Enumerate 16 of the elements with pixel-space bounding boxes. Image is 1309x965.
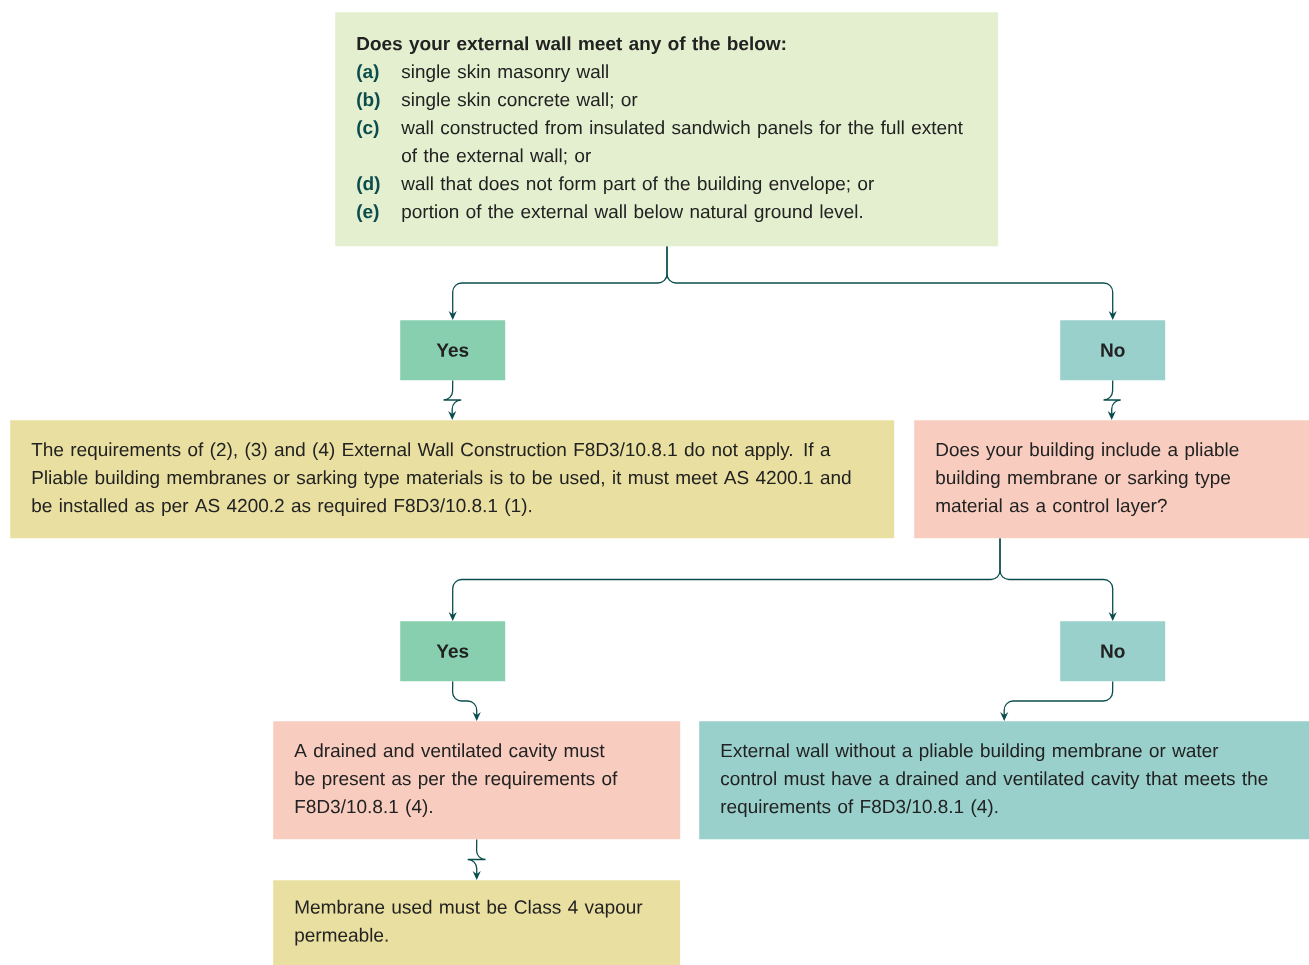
answer-box: No — [1060, 621, 1166, 682]
answer-box: No — [1060, 320, 1166, 381]
question-box: Does your external wall meet any of the below: (a) single skin masonry wall (b) single skin concrete wall; or (c) wall constructed from insulated sandwich panels for the full extent of the external wall; or (d) wall that does not form part of the building envelope; or (e) portion of the external wall below natural ground level. — [335, 12, 999, 247]
arrow — [467, 838, 487, 880]
arrow — [999, 537, 1117, 621]
answer-box: Yes — [400, 320, 506, 381]
question-box: Does your building include a pliable building membrane or sarking type material as a control layer? — [914, 420, 1309, 539]
outcome-box: External wall without a pliable building membrane or water control must have a drained and ventilated cavity that meets the requirements of F8D3/10.8.1 (4). — [699, 721, 1309, 840]
outcome-box: The requirements of (2), (3) and (4) External Wall Construction F8D3/10.8.1 do not apply. If a Pliable building membranes or sarking type materials is to be used, it must meet AS 4200.1 and be installed as per AS 4200.2 as required F8D3/10.8.1 (1). — [10, 420, 895, 539]
arrow — [666, 245, 1117, 320]
arrow — [451, 680, 481, 721]
outcome-box: A drained and ventilated cavity must be present as per the requirements of F8D3/10.8.1 (4). — [273, 721, 681, 840]
answer-box: Yes — [400, 621, 506, 682]
arrow — [442, 379, 462, 420]
arrow — [1102, 379, 1122, 420]
outcome-box: Membrane used must be Class 4 vapour permeable. — [273, 880, 681, 965]
